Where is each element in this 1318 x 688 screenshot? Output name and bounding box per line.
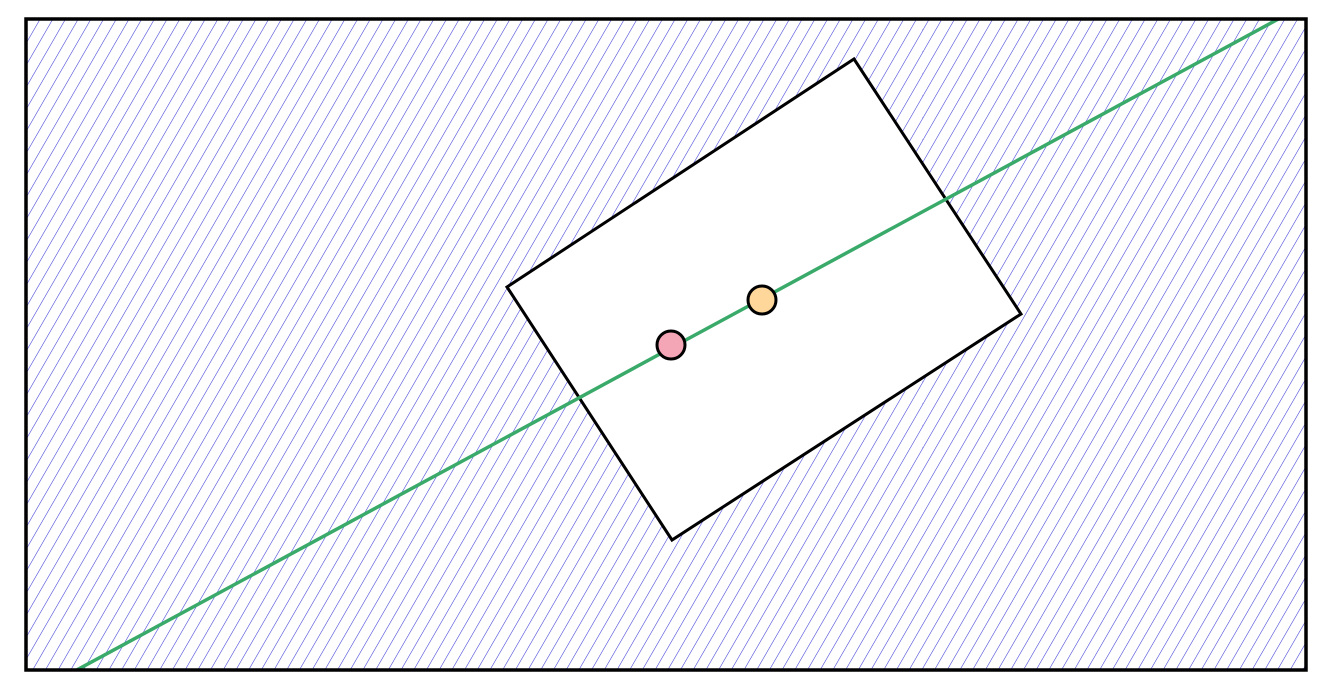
orange-point xyxy=(746,284,778,316)
frame-border xyxy=(24,17,1308,672)
pink-point xyxy=(655,329,687,361)
